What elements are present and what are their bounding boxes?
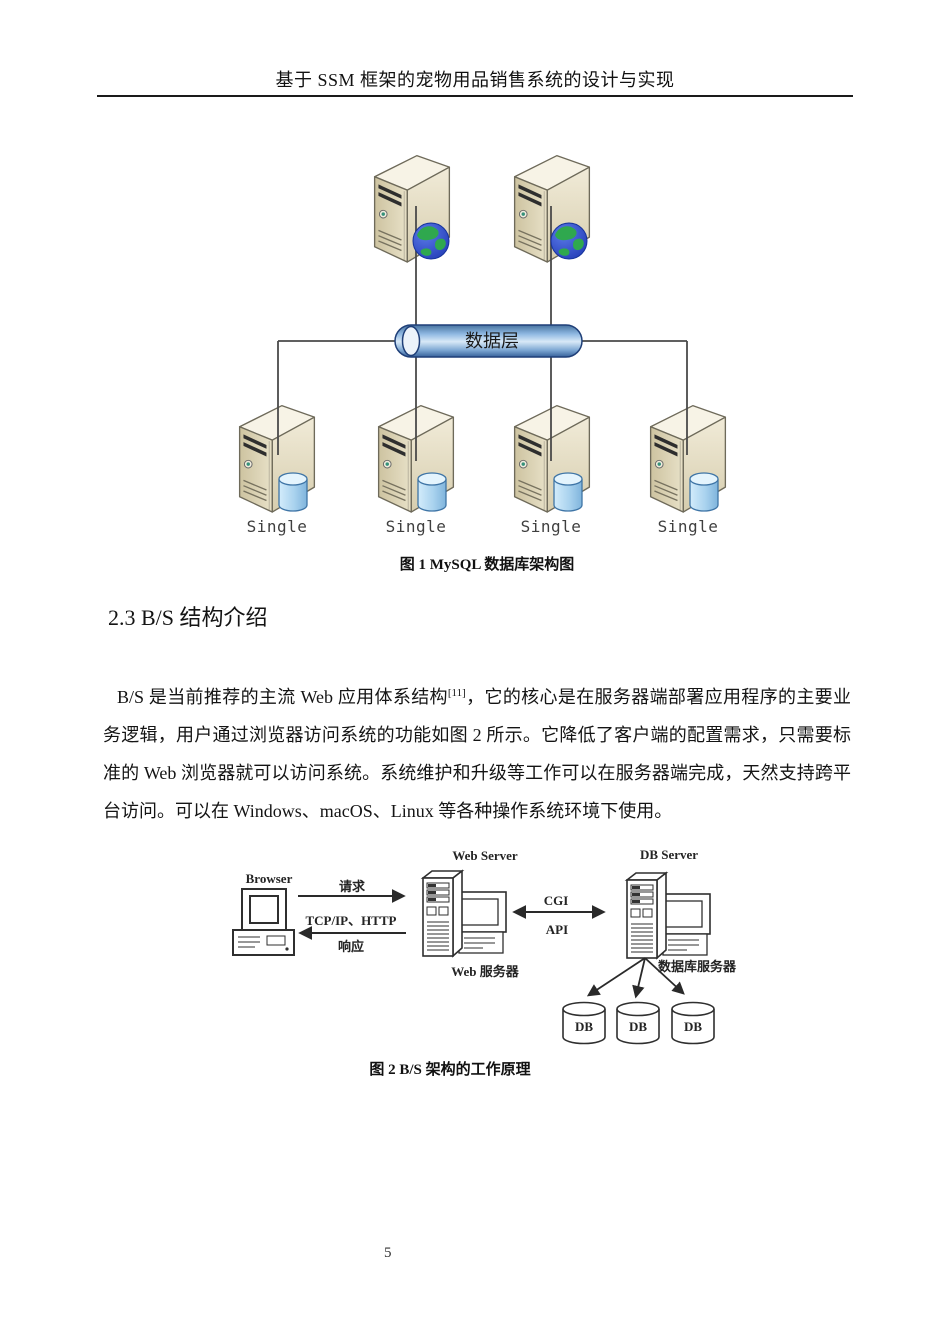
single-node-label: Single xyxy=(658,517,719,536)
response-label: 响应 xyxy=(338,939,364,954)
db-server-cn-label: 数据库服务器 xyxy=(658,959,737,974)
globe-icon xyxy=(550,222,588,260)
web-server-cn-label: Web 服务器 xyxy=(451,964,520,979)
database-cylinder-icon xyxy=(689,472,719,512)
db-label: DB xyxy=(575,1019,593,1034)
header-rule xyxy=(97,95,853,97)
desktop-computer-icon xyxy=(232,888,295,956)
single-node-label: Single xyxy=(521,517,582,536)
db-label: DB xyxy=(684,1019,702,1034)
cgi-label: CGI xyxy=(544,893,569,908)
request-label: 请求 xyxy=(339,879,366,894)
db-cylinder-icon xyxy=(562,1001,715,1045)
figure2-caption: 图 2 B/S 架构的工作原理 xyxy=(369,1062,531,1078)
database-cylinder-icon xyxy=(553,472,583,512)
section-heading: 2.3 B/S 结构介绍 xyxy=(108,605,268,630)
data-pipe-icon xyxy=(394,324,583,358)
server-workstation-icon xyxy=(626,872,711,959)
db-server-label: DB Server xyxy=(640,847,698,862)
figure1-caption: 图 1 MySQL 数据库架构图 xyxy=(399,557,575,573)
arrow-icon xyxy=(586,957,685,999)
paragraph-text: ，它的核心是在服务器端部署应用程序的主要业务逻辑，用户通过浏览器访问系统的功能如… xyxy=(103,687,852,821)
single-node-label: Single xyxy=(247,517,308,536)
page-number: 5 xyxy=(384,1245,392,1261)
header-title: 基于 SSM 框架的宠物用品销售系统的设计与实现 xyxy=(275,70,675,90)
paragraph-text: B/S 是当前推荐的主流 Web 应用体系结构 xyxy=(117,687,448,707)
db-label: DB xyxy=(629,1019,647,1034)
citation-marker: [11] xyxy=(447,687,466,699)
data-layer-label: 数据层 xyxy=(465,331,519,351)
figure2-bs-architecture-diagram: Browser Web Server DB Server 请求 TCP/IP、H… xyxy=(232,847,737,1045)
web-server-label: Web Server xyxy=(452,848,518,863)
figure1-mysql-architecture-diagram: 数据层 Single Single Single Single xyxy=(238,154,727,536)
protocol-label: TCP/IP、HTTP xyxy=(305,913,396,928)
database-cylinder-icon xyxy=(278,472,308,512)
single-node-label: Single xyxy=(386,517,447,536)
body-paragraph: B/S 是当前推荐的主流 Web 应用体系结构[11]，它的核心是在服务器端部署… xyxy=(103,678,851,830)
globe-icon xyxy=(412,222,450,260)
api-label: API xyxy=(546,922,568,937)
arrow-icon xyxy=(298,889,606,940)
database-cylinder-icon xyxy=(417,472,447,512)
browser-label: Browser xyxy=(246,871,293,886)
server-workstation-icon xyxy=(422,870,507,957)
